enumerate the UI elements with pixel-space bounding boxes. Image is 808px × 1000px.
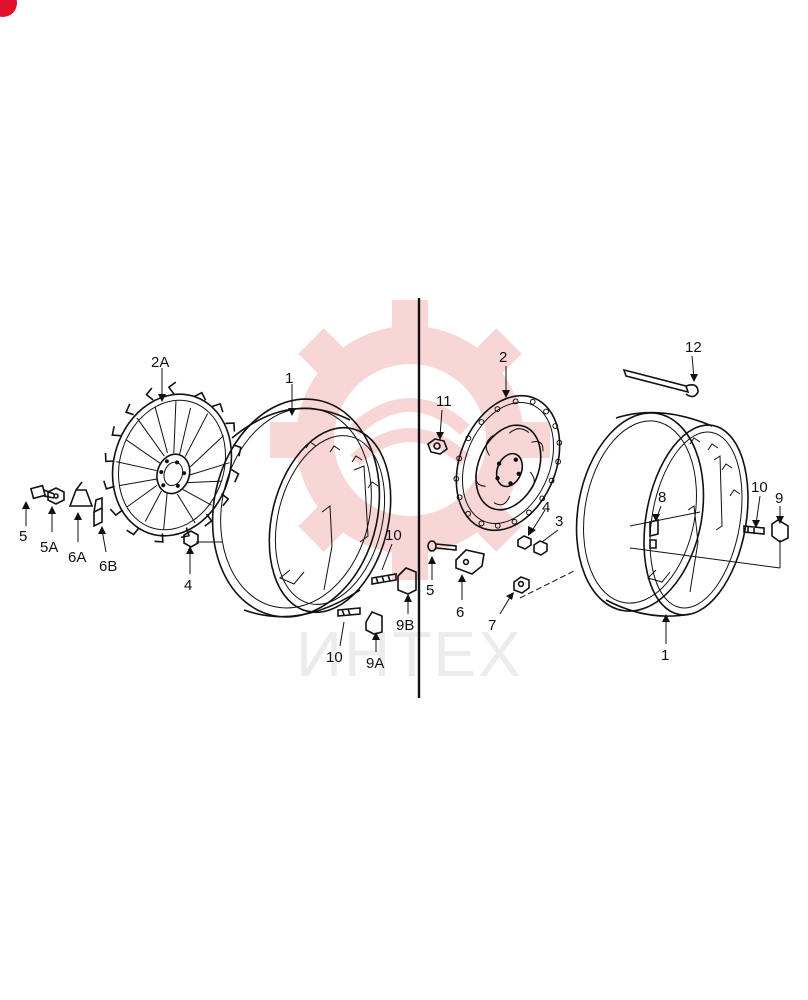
label-8: 8 <box>658 489 666 506</box>
cast-center-disc-2a <box>103 381 242 543</box>
bolt-5-right <box>427 540 457 552</box>
label-6b: 6B <box>99 558 117 575</box>
clip-9a <box>365 611 383 635</box>
watermark-text: ИНТЕХ <box>296 618 523 690</box>
label-10-right: 10 <box>751 479 768 496</box>
label-9b: 9B <box>396 617 414 634</box>
nut-11 <box>427 438 448 455</box>
nut-4-left <box>183 530 199 548</box>
label-4-right: 4 <box>542 499 550 516</box>
label-2: 2 <box>499 349 507 366</box>
clamp-6b <box>92 496 103 528</box>
nut-7 <box>513 576 530 594</box>
nut-5a <box>47 487 65 505</box>
label-11: 11 <box>436 393 452 410</box>
center-disc-2 <box>453 394 563 532</box>
label-10-lower: 10 <box>326 649 343 666</box>
watermark-logo: ИНТЕХ <box>270 300 550 690</box>
label-9a: 9A <box>366 655 384 672</box>
label-5-right: 5 <box>426 582 434 599</box>
label-2a: 2A <box>151 354 169 371</box>
label-6: 6 <box>456 604 464 621</box>
label-10-upper: 10 <box>385 527 402 544</box>
leader-lines-left <box>22 368 412 652</box>
label-12: 12 <box>685 339 702 356</box>
nut-4-right <box>517 535 532 550</box>
wheel-rim-right <box>575 411 781 617</box>
leader-lines-right <box>428 355 784 644</box>
label-3: 3 <box>555 513 563 530</box>
corner-badge <box>0 0 17 17</box>
clip-9b <box>397 567 417 595</box>
label-1-right: 1 <box>661 647 669 664</box>
label-5a: 5A <box>40 539 58 556</box>
label-5-left: 5 <box>19 528 27 545</box>
tire-lever-12 <box>622 368 699 398</box>
label-6a: 6A <box>68 549 86 566</box>
valve-8 <box>649 518 659 549</box>
valve-stem-10-right <box>743 525 765 535</box>
right-assembly: 2 11 12 4 3 5 6 7 8 10 9 1 <box>426 339 789 664</box>
nut-3 <box>533 540 548 556</box>
valve-stem-10-upper <box>371 573 397 585</box>
valve-stem-10-lower <box>337 607 361 617</box>
left-assembly: 1 2A 4 5 5A 6A 6B 10 9B 10 9A <box>19 354 417 672</box>
clamp-6a <box>68 481 94 507</box>
label-7: 7 <box>488 617 496 634</box>
label-4-left: 4 <box>184 577 192 594</box>
bolt-5-left <box>29 484 55 500</box>
wheel-rim-left <box>211 398 392 618</box>
label-1-left: 1 <box>285 370 293 387</box>
clamp-6 <box>455 549 485 575</box>
label-9: 9 <box>775 490 783 507</box>
